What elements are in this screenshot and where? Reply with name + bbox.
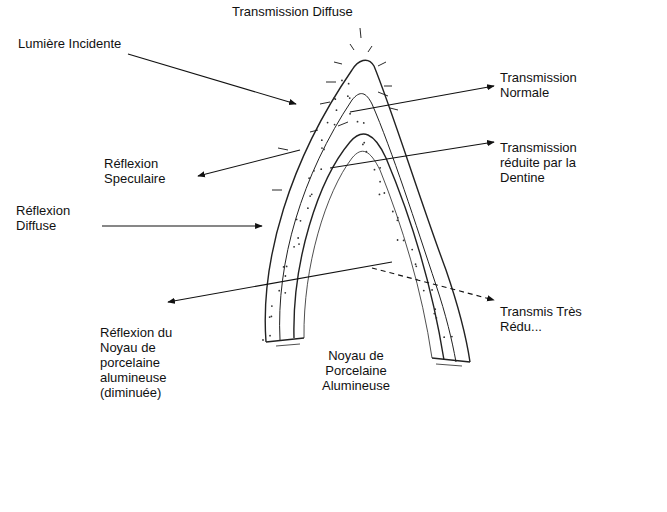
stipple-dot (362, 144, 364, 146)
stipple-dot (321, 139, 323, 141)
base-line (432, 358, 470, 362)
core-reflection-arrow (168, 262, 392, 302)
stipple-dot (379, 194, 381, 196)
stipple-dot (363, 122, 365, 124)
specular-reflection-arrow (198, 150, 300, 176)
stipple-dot (436, 317, 438, 319)
stipple-dot (383, 192, 385, 194)
incident-light-label: Lumière Incidente (18, 36, 168, 51)
normal-transmission-label: Transmission Normale (500, 70, 600, 100)
core-reflection-label: Réflexion du Noyau de porcelaine alumine… (100, 325, 188, 400)
stipple-dot (451, 336, 453, 338)
stipple-dot (298, 243, 300, 245)
stipple-dot (278, 290, 280, 292)
reduced-transmission-label: Transmission réduite par la Dentine (500, 140, 600, 185)
stipple-dot (262, 339, 264, 341)
stipple-dot (434, 308, 436, 310)
stipple-dot (397, 239, 399, 241)
core-label: Noyau de Porcelaine Alumineuse (306, 348, 406, 393)
stipple-dot (392, 211, 394, 213)
core-inner (304, 151, 432, 358)
very-reduced-transmission-arrow (372, 268, 494, 300)
incident-light-arrow (128, 54, 296, 104)
enamel-outline (265, 60, 470, 362)
specular-reflection-label: Réflexion Speculaire (104, 156, 196, 186)
stipple-dot (271, 305, 273, 307)
stipple-dot (403, 240, 405, 242)
base-line (266, 338, 304, 342)
stipple-dot (293, 246, 295, 248)
stipple-dot (379, 167, 381, 169)
stipple-dot (297, 237, 299, 239)
stipple-dot (415, 263, 417, 265)
stipple-dot (363, 142, 365, 144)
stipple-dot (397, 217, 399, 219)
stipple-dot (296, 219, 298, 221)
stipple-dot (327, 122, 329, 124)
stipple-dot (284, 275, 286, 277)
stipple-dot (334, 98, 336, 100)
stipple-dot (374, 169, 376, 171)
stipple-dot (300, 220, 302, 222)
core-outline (294, 134, 444, 360)
stipple-dot (431, 289, 433, 291)
very-reduced-transmission-label: Transmis Très Rédu... (500, 304, 610, 334)
stipple-dot (270, 316, 272, 318)
stipple-dot (348, 83, 350, 85)
stipple-dot (309, 195, 311, 197)
stipple-dot (433, 313, 435, 315)
stipple-dot (349, 113, 351, 115)
reduced-transmission-arrow (330, 142, 494, 168)
diffuse-reflection-label: Réflexion Diffuse (16, 203, 100, 233)
stipple-dot (415, 265, 417, 267)
stipple-dot (286, 266, 288, 268)
stipple-dot (283, 266, 285, 268)
stipple-dot (269, 335, 271, 337)
stipple-dot (320, 168, 322, 170)
stipple-dot (313, 170, 315, 172)
stipple-dot (334, 124, 336, 126)
stipple-dot (396, 219, 398, 221)
diffuse-transmission-label: Transmission Diffuse (232, 4, 402, 19)
stipple-dot (323, 148, 325, 150)
normal-transmission-arrow (350, 86, 494, 112)
stipple-dot (366, 151, 368, 153)
stipple-dot (269, 316, 271, 318)
stipple-dot (349, 97, 351, 99)
stipple-dot (311, 193, 313, 195)
stipple-dot (411, 249, 413, 251)
dentine-outline (280, 94, 456, 362)
diffuse-reflection-arrow (102, 225, 262, 226)
stipple-dot (321, 147, 323, 149)
stipple-dot (341, 80, 343, 82)
stipple-dot (357, 121, 359, 123)
stipple-dot (423, 290, 425, 292)
stipple-dot (284, 292, 286, 294)
stipple-dot (308, 177, 310, 179)
stipple-dot (379, 181, 381, 183)
stipple-dot (443, 336, 445, 338)
diffuse-transmission-strokes (272, 28, 398, 190)
stipple-dot (336, 109, 338, 111)
stipple-dot (307, 207, 309, 209)
stipple-dot (347, 95, 349, 97)
